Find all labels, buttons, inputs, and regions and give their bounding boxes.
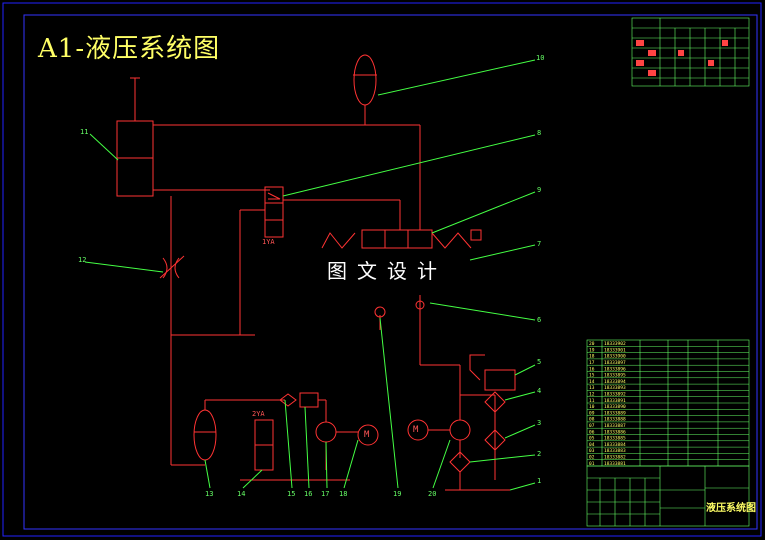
parts-row-no: 17 [589, 360, 595, 366]
watermark-banner: 图文设计 [312, 250, 462, 292]
callout-11: 11 [80, 128, 89, 136]
callout-12: 12 [78, 256, 87, 264]
parts-row-code: 18333902 [604, 341, 626, 347]
parts-row-no: 14 [589, 379, 595, 385]
parts-row-code: 18333889 [604, 410, 626, 416]
parts-row-no: 07 [589, 423, 595, 429]
parts-row-no: 01 [589, 461, 595, 467]
callout-4: 4 [537, 387, 542, 395]
callout-5: 5 [537, 358, 542, 366]
parts-row-code: 18333885 [604, 436, 626, 442]
filter-16 [299, 392, 319, 408]
parts-row-no: 05 [589, 436, 595, 442]
parts-row-code: 18333883 [604, 448, 626, 454]
parts-row-code: 18333887 [604, 423, 626, 429]
parts-row-code: 18333900 [604, 354, 626, 360]
parts-row-no: 15 [589, 373, 595, 379]
parts-row-no: 10 [589, 404, 595, 410]
parts-row-code: 18333894 [604, 379, 626, 385]
relief-valve-5 [484, 369, 516, 391]
inner-frame [23, 14, 758, 530]
callout-15: 15 [287, 490, 296, 498]
callout-20: 20 [428, 490, 437, 498]
parts-row-code: 18333884 [604, 442, 626, 448]
accumulator-13 [193, 409, 217, 461]
solenoid-label-2ya: 2YA [252, 410, 265, 418]
parts-row-no: 04 [589, 442, 595, 448]
parts-row-code: 18333892 [604, 392, 626, 398]
drawing-title: A1-液压系统图 [38, 34, 221, 64]
callout-10: 10 [536, 54, 545, 62]
parts-row-code: 18333886 [604, 429, 626, 435]
parts-row-no: 08 [589, 417, 595, 423]
parts-row-no: 18 [589, 354, 595, 360]
parts-row-no: 09 [589, 410, 595, 416]
parts-row-code: 18333888 [604, 417, 626, 423]
parts-row-code: 18333897 [604, 360, 626, 366]
parts-row-code: 18333891 [604, 398, 626, 404]
parts-row-no: 02 [589, 455, 595, 461]
table-markers [636, 40, 728, 76]
callout-19: 19 [393, 490, 402, 498]
parts-row-code: 18333896 [604, 366, 626, 372]
parts-row-no: 16 [589, 366, 595, 372]
pump-17 [315, 421, 337, 443]
parts-row-code: 18333895 [604, 373, 626, 379]
parts-row-code: 18333890 [604, 404, 626, 410]
motor-label-left: M [364, 430, 370, 440]
callout-9: 9 [537, 186, 542, 194]
valve-1ya [264, 186, 284, 238]
accumulator-10 [353, 54, 377, 106]
filter-3 [484, 429, 506, 451]
callout-13: 13 [205, 490, 214, 498]
callout-1: 1 [537, 477, 542, 485]
parts-row-no: 03 [589, 448, 595, 454]
filter-4 [484, 391, 506, 413]
solenoid-label-1ya: 1YA [262, 238, 275, 246]
parts-list-rows: 20 18333902 19 18333901 18 18333900 17 18333897… [587, 341, 749, 467]
callout-14: 14 [237, 490, 246, 498]
callout-3: 3 [537, 419, 542, 427]
callout-2: 2 [537, 450, 542, 458]
parts-row-code: 18333881 [604, 461, 626, 467]
parts-row-code: 18333882 [604, 455, 626, 461]
callout-18: 18 [339, 490, 348, 498]
callout-6: 6 [537, 316, 542, 324]
parts-row-code: 18333901 [604, 347, 626, 353]
callout-16: 16 [304, 490, 313, 498]
gauge-6 [415, 300, 425, 310]
motor-label-right: M [413, 425, 419, 435]
pressure-gauge-19 [374, 306, 386, 318]
solenoid-action-table [631, 17, 750, 87]
parts-row-no: 11 [589, 398, 595, 404]
main-directional-valve [361, 229, 433, 249]
callout-7: 7 [537, 240, 542, 248]
parts-row-no: 06 [589, 429, 595, 435]
parts-row-no: 19 [589, 347, 595, 353]
parts-row-code: 18333893 [604, 385, 626, 391]
motor-18 [357, 424, 379, 446]
hydraulic-circuit [116, 54, 516, 491]
parts-row-no: 13 [589, 385, 595, 391]
parts-row-no: 12 [589, 392, 595, 398]
pump-right [449, 419, 471, 441]
parts-row-no: 20 [589, 341, 595, 347]
callout-17: 17 [321, 490, 330, 498]
leader-lines [84, 59, 536, 491]
callout-8: 8 [537, 129, 542, 137]
title-block-name: 液压系统图 [706, 503, 756, 514]
